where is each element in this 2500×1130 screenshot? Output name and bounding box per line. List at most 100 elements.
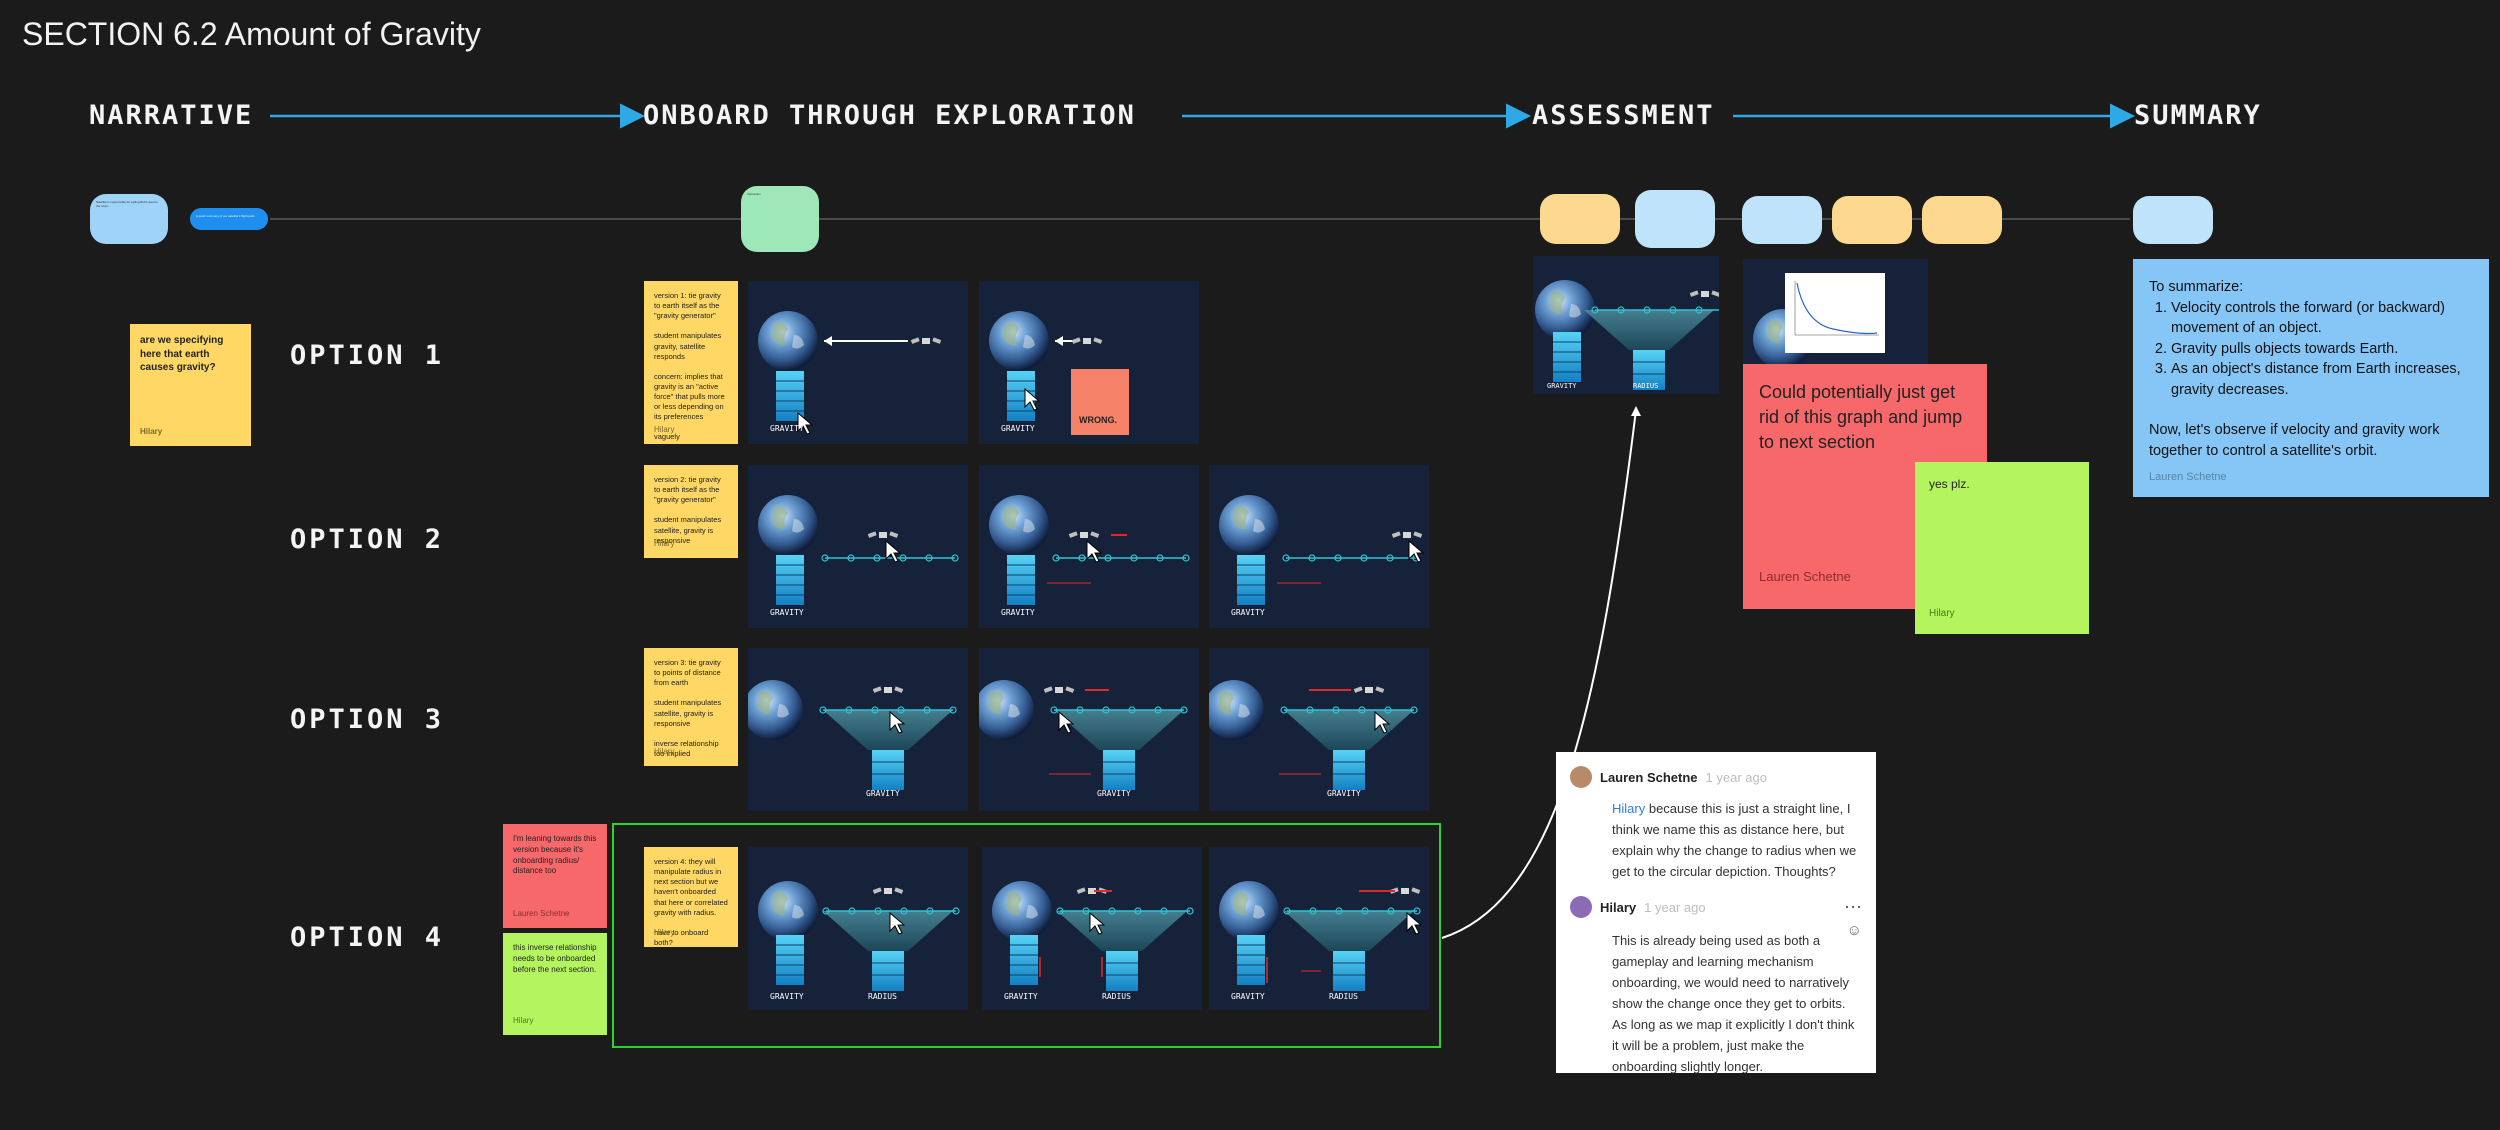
frame-label: GRAVITY bbox=[1327, 789, 1361, 798]
sticky-line: version 2: tie gravity to earth itself a… bbox=[654, 475, 721, 505]
comment: Lauren Schetne 1 year ago Hilary because… bbox=[1570, 766, 1862, 882]
summary-outro: Now, let's observe if velocity and gravi… bbox=[2149, 422, 2440, 459]
phase-assessment: ASSESSMENT bbox=[1532, 100, 1715, 131]
summary-box[interactable]: To summarize: Velocity controls the forw… bbox=[2133, 259, 2489, 497]
sticky-text: I'm leaning towards this version because… bbox=[513, 834, 597, 876]
more-options-icon[interactable]: ⋯ bbox=[1844, 897, 1862, 917]
phase-narrative: NARRATIVE bbox=[89, 100, 254, 131]
option-2-label: OPTION 2 bbox=[290, 524, 445, 555]
frame-label: GRAVITY bbox=[1097, 789, 1131, 798]
storyboard-frame[interactable]: GRAVITY bbox=[979, 648, 1199, 811]
comment-time: 1 year ago bbox=[1644, 899, 1706, 915]
sticky-line: inverse relationship too implied bbox=[654, 738, 719, 758]
phase-summary: SUMMARY bbox=[2134, 100, 2262, 131]
summary-item: As an object's distance from Earth incre… bbox=[2171, 359, 2473, 400]
storyboard-frame[interactable]: GRAVITY RADIUS bbox=[748, 847, 968, 1010]
storyboard-frame[interactable]: GRAVITY bbox=[1209, 648, 1429, 811]
frame-label: GRAVITY bbox=[1001, 608, 1035, 617]
flow-node-narrative[interactable]: Satellite is responsible for selling Bob… bbox=[90, 194, 168, 244]
flow-node-onboard[interactable]: Instruction bbox=[741, 186, 819, 252]
mention[interactable]: Hilary bbox=[1612, 801, 1646, 816]
sticky-line: student manipulates satellite, gravity i… bbox=[654, 515, 722, 545]
sticky-author: Hilary bbox=[513, 1016, 534, 1026]
sticky-question[interactable]: are we specifying here that earth causes… bbox=[130, 324, 251, 446]
summary-intro: To summarize: bbox=[2149, 279, 2244, 295]
summary-author: Lauren Schetne bbox=[2149, 471, 2227, 483]
frame-label: GRAVITY bbox=[770, 608, 804, 617]
graph-frame[interactable] bbox=[1743, 259, 1928, 364]
emoji-reaction-icon[interactable]: ☺ bbox=[1846, 922, 1862, 939]
sticky-author: Hilary bbox=[1929, 607, 1955, 619]
frame-label: GRAVITY bbox=[1547, 382, 1577, 390]
frame-label: GRAVITY bbox=[1001, 424, 1035, 433]
sticky-line: version 3: tie gravity to points of dist… bbox=[654, 658, 721, 688]
comment-author: Lauren Schetne bbox=[1600, 769, 1698, 785]
sticky-line: vaguely anthropomorphizing bbox=[654, 432, 720, 444]
storyboard-frame[interactable]: GRAVITY bbox=[748, 465, 968, 628]
flow-node-assessment-2[interactable] bbox=[1635, 190, 1715, 248]
sticky-text: are we specifying here that earth causes… bbox=[140, 335, 224, 373]
sticky-version-1[interactable]: version 1: tie gravity to earth itself a… bbox=[644, 281, 738, 444]
phase-onboard: ONBOARD THROUGH EXPLORATION bbox=[643, 100, 1136, 131]
sticky-version-2[interactable]: version 2: tie gravity to earth itself a… bbox=[644, 465, 738, 558]
sticky-author: Lauren Schetne bbox=[513, 909, 570, 919]
assessment-frame[interactable]: GRAVITY RADIUS bbox=[1533, 256, 1719, 394]
frame-label: GRAVITY bbox=[1231, 608, 1265, 617]
flow-node-narrative-2[interactable]: A quick summary of our satellite's fligh… bbox=[190, 208, 268, 230]
sticky-version-3[interactable]: version 3: tie gravity to points of dist… bbox=[644, 648, 738, 766]
sticky-text: this inverse relationship needs to be on… bbox=[513, 943, 597, 974]
comment-author: Hilary bbox=[1600, 899, 1637, 915]
frame-label: GRAVITY bbox=[1231, 992, 1265, 1001]
sticky-line: version 1: tie gravity to earth itself a… bbox=[654, 291, 721, 321]
comment-time: 1 year ago bbox=[1705, 769, 1767, 785]
storyboard-frame[interactable]: GRAVITY bbox=[748, 648, 968, 811]
sticky-author: Hilary bbox=[654, 747, 675, 757]
frame-label: RADIUS bbox=[868, 992, 897, 1001]
frame-label: GRAVITY bbox=[770, 992, 804, 1001]
summary-list: Velocity controls the forward (or backwa… bbox=[2149, 298, 2473, 401]
sticky-author: Lauren Schetne bbox=[1759, 569, 1851, 584]
avatar bbox=[1570, 766, 1592, 788]
comment-text: because this is just a straight line, I … bbox=[1612, 801, 1857, 879]
comment-body: Hilary because this is just a straight l… bbox=[1570, 798, 1862, 882]
flow-node-assessment-1[interactable] bbox=[1540, 194, 1620, 244]
flow-node-summary[interactable] bbox=[2133, 196, 2213, 244]
wrong-label: WRONG. bbox=[1079, 415, 1117, 425]
sticky-line: have to onboard both? bbox=[654, 927, 709, 947]
sticky-yes[interactable]: yes plz. Hilary bbox=[1915, 462, 2089, 634]
sticky-author: Hilary bbox=[654, 928, 675, 938]
comment-thread[interactable]: Lauren Schetne 1 year ago Hilary because… bbox=[1556, 752, 1876, 1074]
sticky-version-4[interactable]: version 4: they will manipulate radius i… bbox=[644, 847, 738, 947]
storyboard-frame[interactable]: GRAVITY bbox=[1209, 465, 1429, 628]
summary-item: Velocity controls the forward (or backwa… bbox=[2171, 298, 2473, 339]
sticky-text: Could potentially just get rid of this g… bbox=[1759, 382, 1963, 452]
frame-label: RADIUS bbox=[1102, 992, 1131, 1001]
page-title: SECTION 6.2 Amount of Gravity bbox=[22, 16, 481, 52]
storyboard-frame[interactable]: GRAVITY RADIUS bbox=[1209, 847, 1429, 1010]
option-3-label: OPTION 3 bbox=[290, 704, 445, 735]
sticky-line: version 4: they will manipulate radius i… bbox=[654, 857, 728, 917]
storyboard-frame[interactable]: GRAVITY bbox=[748, 281, 968, 444]
option-4-selection[interactable] bbox=[612, 823, 1441, 1048]
sticky-line: student manipulates satellite, gravity i… bbox=[654, 698, 722, 728]
sticky-inverse[interactable]: this inverse relationship needs to be on… bbox=[503, 933, 607, 1035]
frame-label: RADIUS bbox=[1633, 382, 1658, 390]
sticky-author: Hilary bbox=[140, 427, 163, 437]
flow-node-assessment-4[interactable] bbox=[1832, 196, 1912, 244]
flow-node-assessment-3[interactable] bbox=[1742, 196, 1822, 244]
flow-node-assessment-5[interactable] bbox=[1922, 196, 2002, 244]
frame-label: RADIUS bbox=[1329, 992, 1358, 1001]
comment-body: This is already being used as both a gam… bbox=[1612, 933, 1855, 1074]
comment: Hilary 1 year ago ⋯ ☺ This is already be… bbox=[1570, 896, 1862, 1077]
storyboard-frame[interactable]: GRAVITY bbox=[979, 465, 1199, 628]
option-4-label: OPTION 4 bbox=[290, 922, 445, 953]
sticky-author: Hilary bbox=[654, 425, 675, 435]
sticky-line: student manipulates gravity, satellite r… bbox=[654, 331, 722, 361]
frame-label: GRAVITY bbox=[770, 424, 804, 433]
storyboard-frame[interactable]: WRONG. GRAVITY bbox=[979, 281, 1199, 444]
sticky-leaning[interactable]: I'm leaning towards this version because… bbox=[503, 824, 607, 928]
storyboard-frame[interactable]: GRAVITY RADIUS bbox=[982, 847, 1202, 1010]
frame-label: GRAVITY bbox=[1004, 992, 1038, 1001]
sticky-text: yes plz. bbox=[1929, 477, 1970, 491]
